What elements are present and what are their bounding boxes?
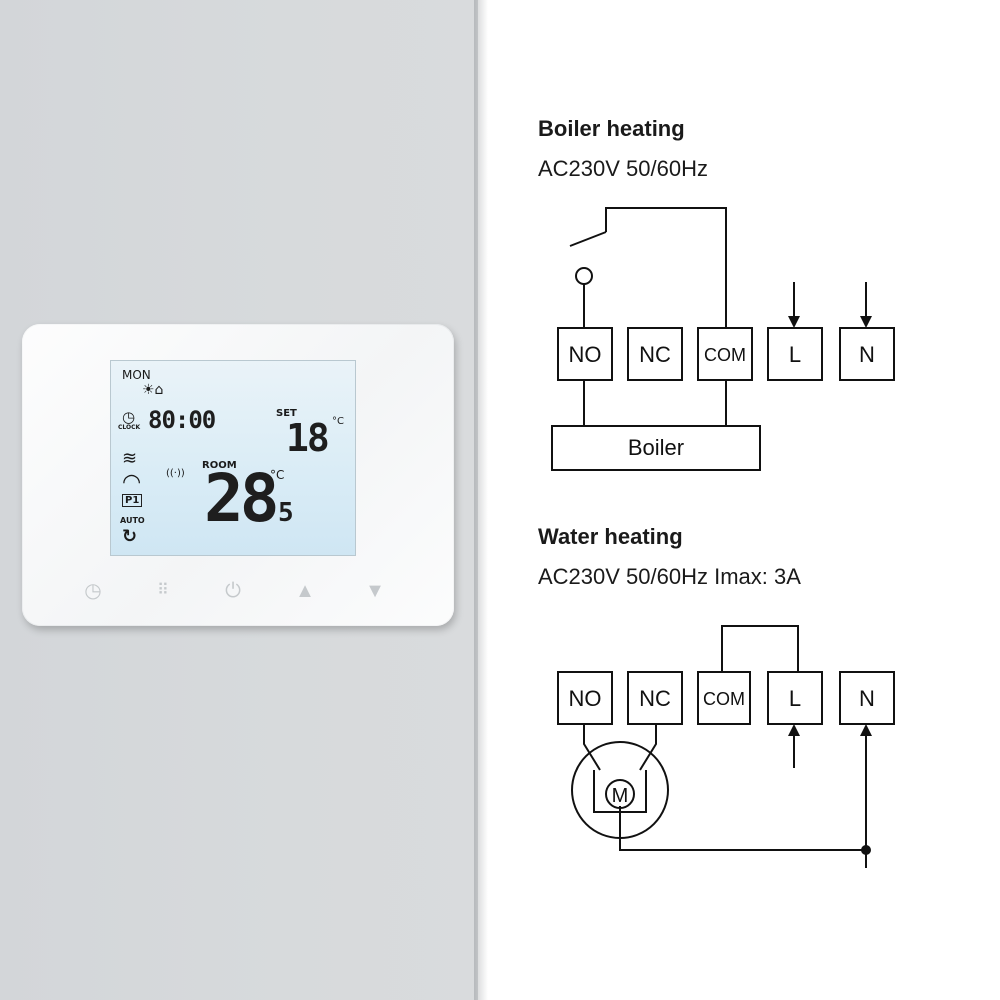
water-terminal-label: L	[789, 686, 801, 711]
water-terminal-label: N	[859, 686, 875, 711]
boiler-spec: AC230V 50/60Hz	[538, 156, 708, 181]
water-motor-circle	[605, 779, 635, 809]
water-wires	[583, 625, 867, 868]
water-terminal-label: COM	[703, 689, 745, 709]
boiler-terminal-label: N	[859, 342, 875, 367]
room-temperature: 28	[204, 460, 280, 537]
set-temperature: 18	[286, 416, 330, 460]
water-valve-circle	[571, 741, 669, 839]
boiler-switch-contact	[575, 267, 593, 285]
clock-button[interactable]: ◷	[84, 580, 102, 602]
water-l-arrowhead	[788, 724, 800, 736]
water-title: Water heating	[538, 524, 683, 549]
menu-grid-button[interactable]: ⠿	[157, 582, 169, 599]
boiler-wires	[569, 207, 867, 426]
power-button[interactable]: ⏻	[225, 580, 241, 602]
water-com-l-bridge	[721, 625, 799, 672]
boiler-terminal-label: COM	[704, 345, 746, 365]
water-nc-wire	[639, 724, 657, 771]
thermostat-device: MON ☀⌂ ◷ CLOCK 80:00 SET 18 °C ≋ ◠ ((·))…	[22, 324, 454, 626]
water-motor-label: M	[612, 785, 629, 807]
boiler-terminal-com	[697, 327, 753, 381]
up-arrow-button[interactable]: ▲	[295, 580, 315, 602]
water-terminal-label: NC	[639, 686, 671, 711]
water-terminal-l	[767, 671, 823, 725]
auto-label: AUTO	[120, 516, 145, 525]
heating-icon: ≋	[122, 448, 138, 469]
room-unit: °C	[270, 468, 285, 482]
day-label: MON	[122, 368, 151, 382]
wall-edge-shadow	[474, 0, 488, 1000]
boiler-terminal-n	[839, 327, 895, 381]
clock-time: 80:00	[148, 406, 216, 434]
water-terminal-label: NO	[569, 686, 602, 711]
wifi-icon: ◠	[122, 470, 142, 495]
set-unit: °C	[332, 416, 344, 427]
set-label: SET	[276, 408, 297, 419]
boiler-terminal-l	[767, 327, 823, 381]
water-no-wire	[583, 724, 601, 771]
boiler-terminal-label: NC	[639, 342, 671, 367]
boiler-terminal-label: NO	[569, 342, 602, 367]
signal-icon: ((·))	[166, 468, 185, 479]
boiler-terminal-no	[557, 327, 613, 381]
water-n-arrowhead	[860, 724, 872, 736]
lcd-display: MON ☀⌂ ◷ CLOCK 80:00 SET 18 °C ≋ ◠ ((·))…	[110, 360, 356, 556]
boiler-l-arrowhead	[788, 316, 800, 328]
room-temperature-decimal: 5	[278, 498, 294, 528]
water-terminal-n	[839, 671, 895, 725]
down-arrow-button[interactable]: ▼	[365, 580, 385, 602]
boiler-title: Boiler heating	[538, 116, 685, 141]
boiler-load-box	[551, 425, 761, 471]
clock-icon: ◷	[122, 408, 136, 426]
water-motor-contacts	[593, 770, 647, 813]
boiler-com-wire	[605, 207, 727, 328]
arrowheads	[788, 316, 872, 855]
room-label: ROOM	[202, 460, 237, 471]
program-label: P1	[122, 494, 143, 507]
water-terminal-no	[557, 671, 613, 725]
boiler-load-label: Boiler	[628, 435, 684, 460]
water-motor-return	[619, 806, 866, 851]
water-junction-dot	[861, 845, 871, 855]
water-terminal-com	[697, 671, 751, 725]
auto-cycle-icon: ↻	[122, 526, 138, 547]
boiler-n-arrowhead	[860, 316, 872, 328]
boiler-terminal-nc	[627, 327, 683, 381]
boiler-switch-blade	[569, 231, 607, 247]
boiler-terminal-label: L	[789, 342, 801, 367]
water-spec: AC230V 50/60Hz Imax: 3A	[538, 564, 801, 589]
clock-label: CLOCK	[118, 424, 141, 431]
water-terminal-nc	[627, 671, 683, 725]
sun-house-icon: ☀⌂	[142, 382, 164, 398]
